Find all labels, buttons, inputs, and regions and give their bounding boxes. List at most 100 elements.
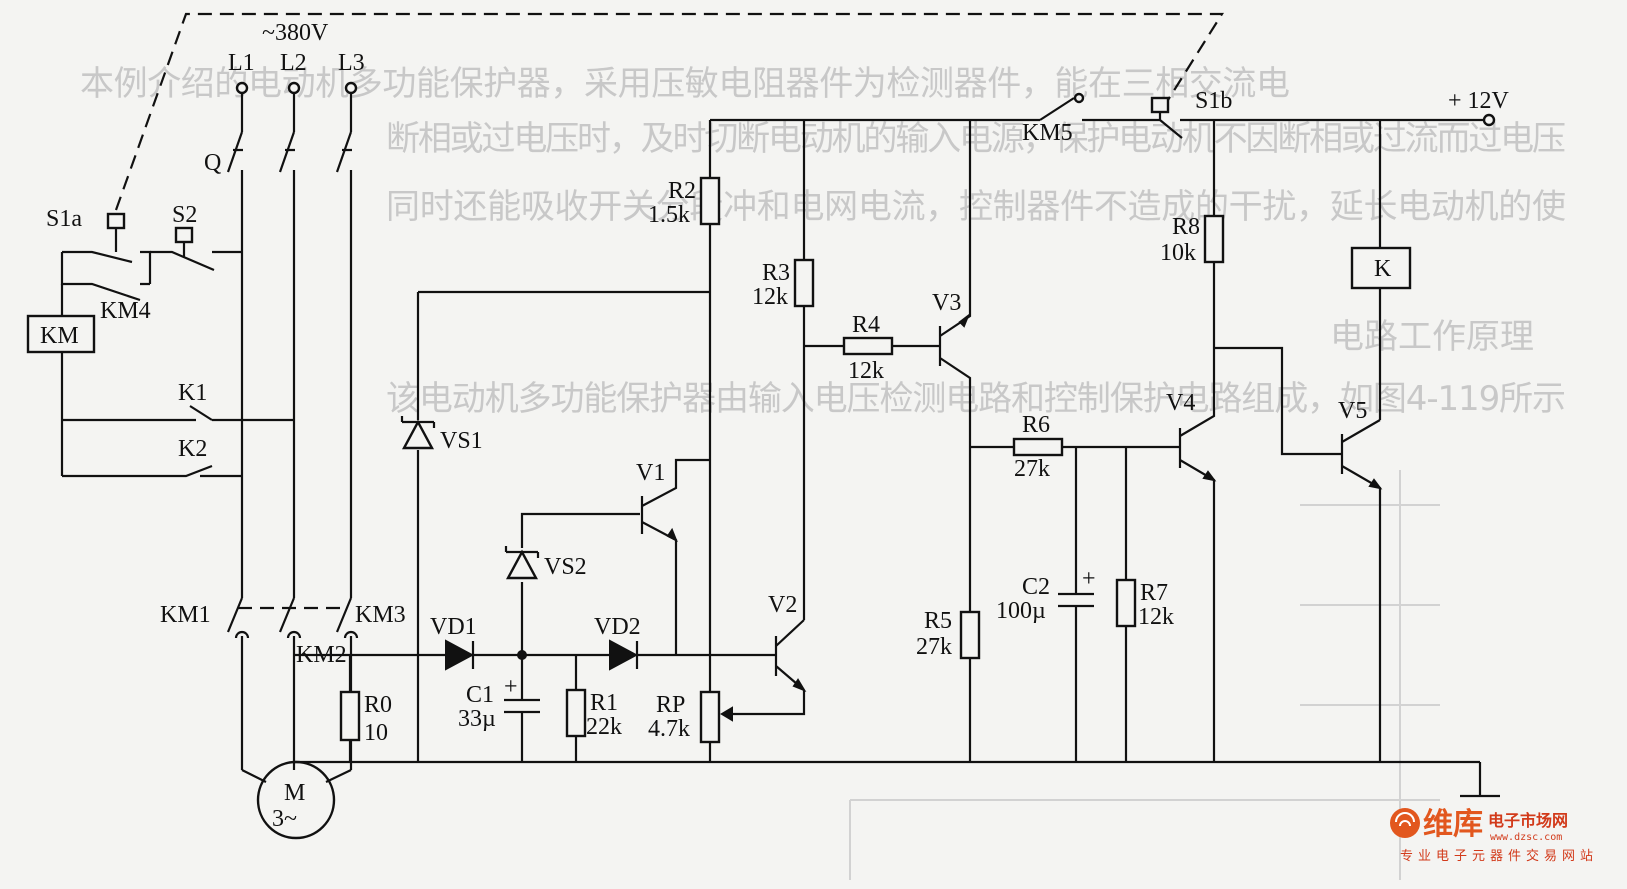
coil-km-label: KM [40,323,79,349]
diode-vd1-label: VD1 [430,614,477,640]
phase-l3-label: L3 [338,50,365,76]
transistor-v4-label: V4 [1166,390,1195,416]
switch-q-label: Q [204,150,221,176]
motor-leads [241,762,352,783]
motor-type: 3~ [272,806,297,832]
bleed-line-3: 同时还能吸收开关分段冲和电网电流，控制器件不造成的干扰，延长电动机的使 [386,187,1566,227]
bleed-through-text: 本例介绍的电动机多功能保护器，采用压敏电阻器件为检测器件，能在三相交流电 断相或… [80,64,1566,880]
transistor-v1-label: V1 [636,460,665,486]
zener-vs1-bar [400,416,436,428]
resistor-r2-label: R2 [668,178,696,204]
resistor-r4 [842,336,894,356]
diode-vd2-label: VD2 [594,614,641,640]
transistor-v5-arrow [1368,478,1383,490]
zener-vs2-label: VS2 [544,554,587,580]
resistor-r8-label: R8 [1172,214,1200,240]
switch-km4-label: KM4 [100,298,151,324]
capacitor-c2-value: 100µ [996,598,1046,624]
potentiometer-rp-value: 4.7k [648,716,690,742]
resistor-r3-label: R3 [762,260,790,286]
capacitor-c1-label: C1 [466,682,494,708]
diode-vd1 [445,639,475,671]
transistor-v2 [774,619,805,691]
switch-km5-terminal [1073,92,1085,104]
capacitor-c2-label: C2 [1022,574,1050,600]
terminal-12v [1482,113,1496,127]
coil-k [1350,246,1412,290]
watermark-site: 电子市场网 [1488,811,1568,830]
resistor-r1-value: 22k [586,714,622,740]
capacitor-c2 [1058,447,1094,762]
resistor-r1-label: R1 [590,690,618,716]
capacitor-c1 [504,655,540,762]
motor-name: M [284,780,305,806]
resistor-r5-label: R5 [924,608,952,634]
resistor-r1 [565,688,587,738]
terminal-l2 [287,81,301,95]
supply-ac-label: ~380V [262,20,329,46]
transistor-v4-arrow [1202,470,1217,482]
bleed-line-4: 该电动机多功能保护器由输入电压检测电路和控制保护电路组成，如图4-119所示 [386,379,1566,419]
switch-s1b-contact [1158,112,1183,139]
zener-vs1 [401,419,435,450]
r2-column-wire [418,120,712,762]
resistor-r4-value: 12k [848,358,884,384]
zener-vs2-bar [504,546,540,558]
resistor-r8 [1203,214,1225,264]
resistor-r2-value: 1.5k [648,202,690,228]
zener-vs2 [505,549,539,580]
switch-km5-blade [1039,97,1075,121]
transistor-v3-arrow [958,313,971,328]
resistor-r3-value: 12k [752,284,788,310]
potentiometer-rp-label: RP [656,692,685,718]
zener-vs1-label: VS1 [440,428,483,454]
potentiometer-rp-arrow [720,706,733,722]
switch-k2-label: K2 [178,436,207,462]
phase-l1-label: L1 [228,50,255,76]
watermark: 维库 电子市场网 www.dzsc.com 专业电子元器件交易网站 [1390,807,1598,864]
resistor-r7-value: 12k [1138,604,1174,630]
resistor-r0-value: 10 [364,720,388,746]
contactor-km1-label: KM1 [160,602,211,628]
watermark-brand: 维库 [1423,807,1483,842]
transistor-v2-label: V2 [768,592,797,618]
terminal-l3 [344,81,358,95]
detection-section: + 12V KM5 S1b R2 1.5k VS1 VD1 VD2 + C1 3… [350,88,1510,798]
resistor-r8-value: 10k [1160,240,1196,266]
capacitor-c2-polarity: + [1082,566,1096,592]
phase-l2-label: L2 [280,50,307,76]
switch-s1a-contact [62,228,152,284]
coil-km [26,314,96,354]
switch-k1-label: K1 [178,380,207,406]
coil-k-label: K [1374,256,1392,282]
resistor-r6-label: R6 [1022,412,1050,438]
ground-symbol [1460,762,1500,798]
capacitor-c1-polarity: + [504,674,518,700]
transistor-v5-label: V5 [1338,398,1367,424]
switch-s2-label: S2 [172,202,197,228]
terminal-l1 [235,81,249,95]
switch-km4-contact [60,252,150,302]
watermark-url: www.dzsc.com [1490,832,1562,843]
contactor-km-terminals [234,630,359,639]
resistor-r0 [339,690,361,742]
control-section: S1a S2 KM4 KM K1 K2 [26,12,1224,478]
resistor-r4-label: R4 [852,312,880,338]
switch-k1-contact [62,405,294,422]
switch-s1-link [114,12,1224,211]
transistor-v3-label: V3 [932,290,961,316]
watermark-tagline: 专业电子元器件交易网站 [1400,848,1598,864]
transistor-v5 [1340,419,1382,762]
switch-s1a-actuator [106,212,126,230]
resistor-r5-value: 27k [916,634,952,660]
switch-q-blades [226,131,353,173]
switch-s1b-actuator [1150,96,1170,114]
bleed-line-1: 本例介绍的电动机多功能保护器，采用压敏电阻器件为检测器件，能在三相交流电 [80,64,1290,104]
contactor-km-blades [226,597,353,633]
bleed-heading: 电路工作原理 [1330,317,1534,357]
potentiometer-rp-wiper [724,690,806,716]
resistor-r3 [793,258,815,308]
resistor-r6 [1012,437,1064,457]
power-section: ~380V L1 L2 L3 Q KM1 KM3 KM2 M 3~ R0 10 [160,20,1480,840]
